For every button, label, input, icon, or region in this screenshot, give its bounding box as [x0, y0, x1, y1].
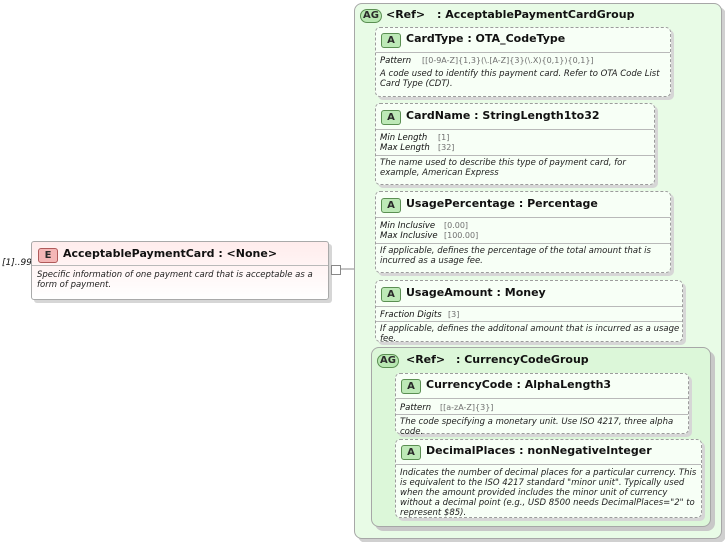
facet-value: [[0-9A-Z]{1,3}(\.[A-Z]{3}(\.X){0,1}){0,1…: [422, 56, 594, 65]
element-description: Specific information of one payment card…: [37, 270, 313, 290]
facet-value: [1]: [438, 133, 450, 142]
attribute-currency-code[interactable]: A CurrencyCode : AlphaLength3 Pattern [[…: [395, 373, 689, 437]
element-cardinality: [1]..99: [2, 258, 32, 268]
attribute-divider: [376, 306, 682, 307]
attribute-badge-icon: A: [381, 110, 401, 125]
attribute-description: If applicable, defines the percentage of…: [380, 246, 651, 266]
element-divider: [32, 265, 328, 266]
attribute-title: CardType : OTA_CodeType: [406, 32, 566, 45]
attribute-divider: [396, 414, 688, 415]
facet-label: Max Inclusive: [380, 231, 438, 241]
attribute-title: DecimalPlaces : nonNegativeInteger: [426, 444, 652, 457]
sub-group-name: : CurrencyCodeGroup: [456, 353, 589, 366]
element-badge-icon: E: [38, 248, 58, 263]
attribute-divider: [396, 464, 701, 465]
attribute-card-type[interactable]: A CardType : OTA_CodeType Pattern [[0-9A…: [375, 27, 671, 97]
attribute-group-badge-icon: AG: [377, 354, 399, 368]
attribute-decimal-places[interactable]: A DecimalPlaces : nonNegativeInteger Ind…: [395, 439, 702, 518]
attribute-title: CardName : StringLength1to32: [406, 109, 600, 122]
attribute-badge-icon: A: [401, 379, 421, 394]
attribute-description: If applicable, defines the additonal amo…: [380, 324, 680, 344]
attribute-description: The name used to describe this type of p…: [380, 158, 626, 178]
attribute-group-badge-icon: AG: [360, 9, 382, 23]
facet-label: Pattern: [380, 56, 412, 66]
expand-connector-icon[interactable]: [331, 265, 341, 275]
attribute-badge-icon: A: [381, 198, 401, 213]
attribute-usage-percentage[interactable]: A UsagePercentage : Percentage Min Inclu…: [375, 191, 671, 273]
attribute-description: The code specifying a monetary unit. Use…: [400, 417, 674, 437]
facet-label: Fraction Digits: [380, 310, 442, 320]
attribute-title: CurrencyCode : AlphaLength3: [426, 378, 612, 391]
facet-value: [0.00]: [444, 221, 469, 230]
attribute-divider: [376, 217, 670, 218]
attribute-divider: [376, 243, 670, 244]
facet-value: [3]: [448, 310, 460, 319]
facet-label: Pattern: [400, 403, 432, 413]
root-group-name: : AcceptablePaymentCardGroup: [437, 8, 635, 21]
attribute-divider: [376, 321, 682, 322]
attribute-description: Indicates the number of decimal places f…: [400, 468, 697, 518]
facet-label: Min Inclusive: [380, 221, 436, 231]
facet-value: [32]: [438, 143, 455, 152]
attribute-card-name[interactable]: A CardName : StringLength1to32 Min Lengt…: [375, 103, 655, 185]
attribute-badge-icon: A: [401, 445, 421, 460]
attribute-divider: [376, 129, 654, 130]
facet-value: [100.00]: [444, 231, 479, 240]
element-title: AcceptablePaymentCard : <None>: [63, 247, 278, 260]
attribute-divider: [376, 155, 654, 156]
attribute-badge-icon: A: [381, 287, 401, 302]
attribute-divider: [396, 398, 688, 399]
attribute-title: UsageAmount : Money: [406, 286, 546, 299]
facet-value: [[a-zA-Z]{3}]: [440, 403, 494, 412]
facet-label: Min Length: [380, 133, 428, 143]
root-group-ref-label: <Ref>: [386, 8, 426, 21]
element-acceptable-payment-card[interactable]: E AcceptablePaymentCard : <None> Specifi…: [31, 241, 329, 300]
sub-group-ref-label: <Ref>: [406, 353, 446, 366]
attribute-badge-icon: A: [381, 33, 401, 48]
attribute-description: A code used to identify this payment car…: [380, 69, 660, 89]
attribute-divider: [376, 52, 670, 53]
attribute-usage-amount[interactable]: A UsageAmount : Money Fraction Digits [3…: [375, 280, 683, 344]
facet-label: Max Length: [380, 143, 430, 153]
attribute-title: UsagePercentage : Percentage: [406, 197, 598, 210]
